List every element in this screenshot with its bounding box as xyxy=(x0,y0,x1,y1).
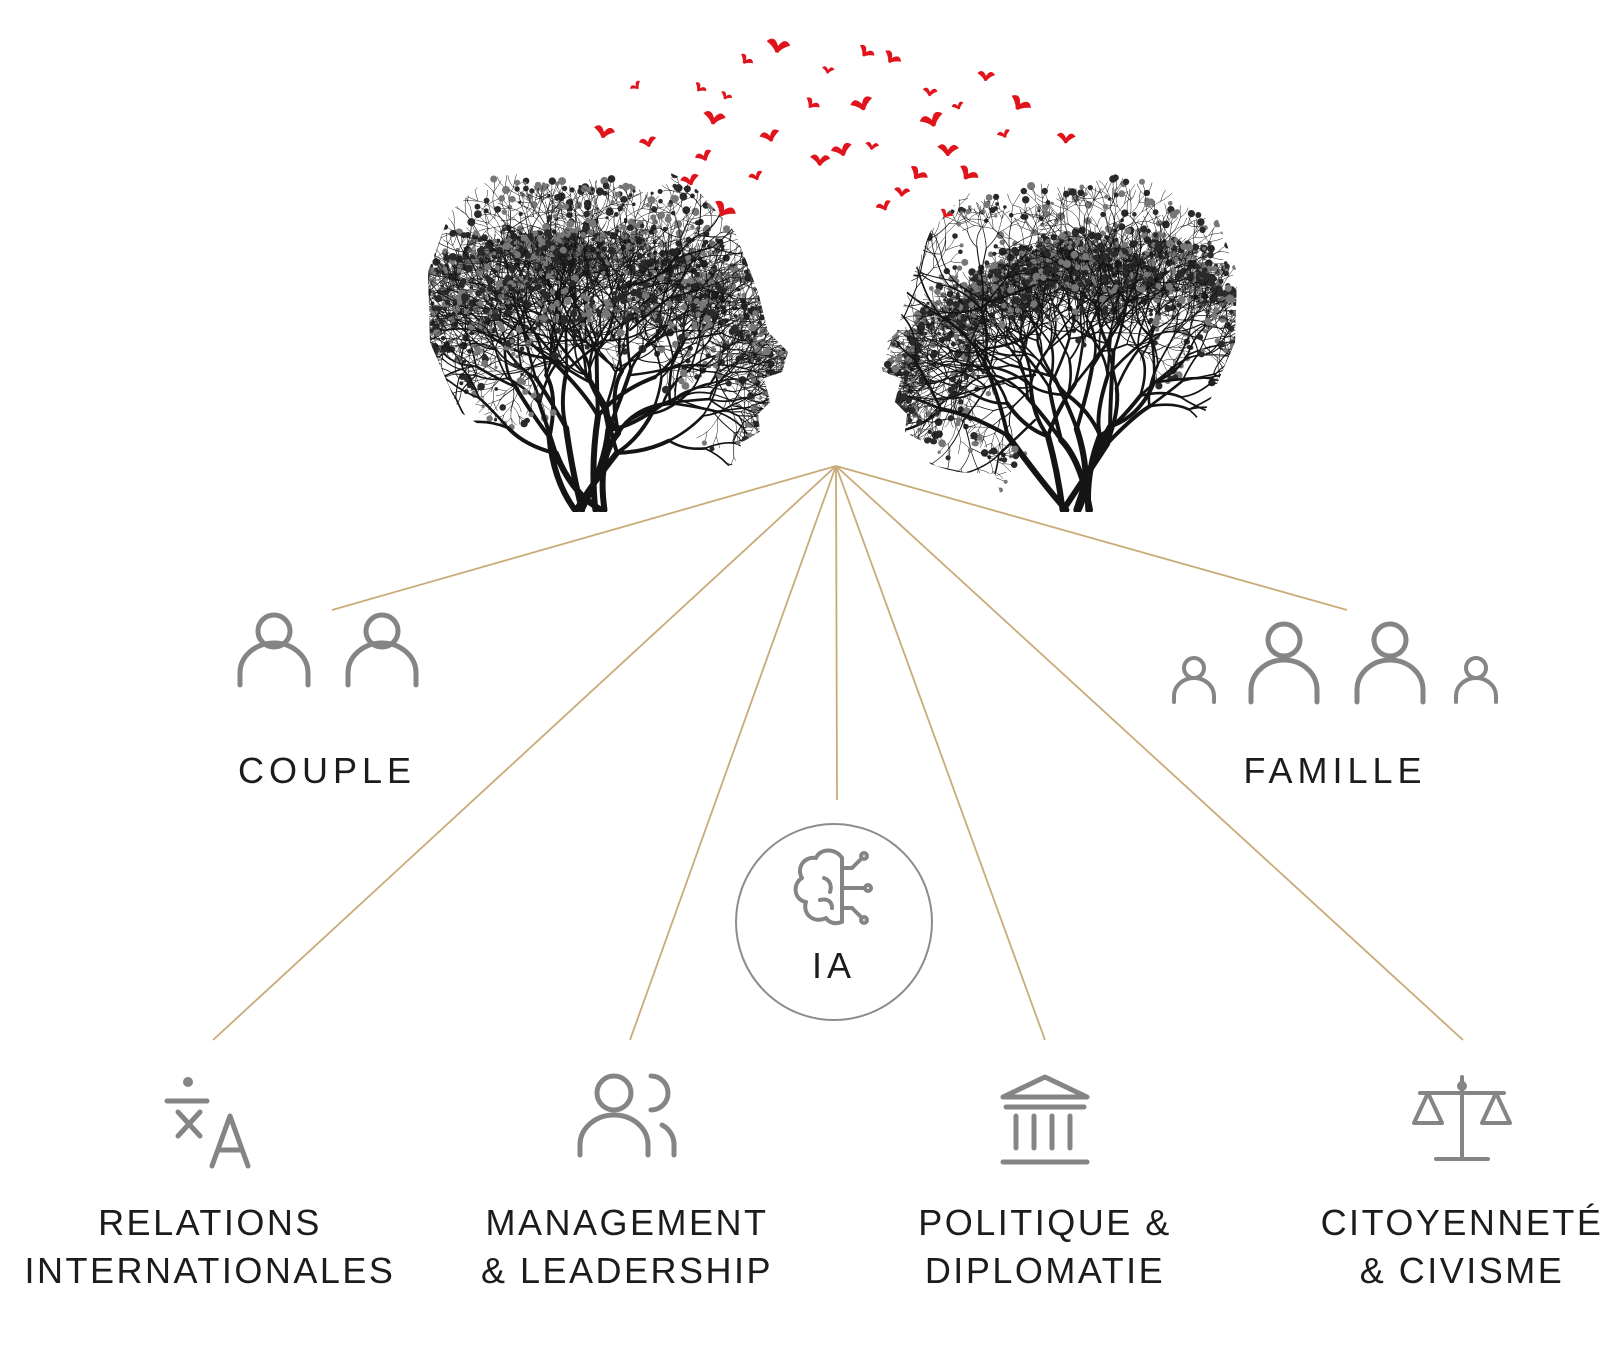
node-relations-internationales: RELATIONS INTERNATIONALES xyxy=(25,1077,396,1291)
scales-icon xyxy=(1412,1075,1512,1161)
bird-shape xyxy=(748,170,763,181)
label-citoyennete-line-2: & CIVISME xyxy=(1360,1250,1565,1291)
node-couple: COUPLE xyxy=(237,612,419,791)
connector-line xyxy=(212,465,837,1041)
bird-shape xyxy=(715,200,736,217)
bird-shape xyxy=(885,50,902,63)
hub-ia: IA xyxy=(735,823,933,1021)
bird-shape xyxy=(594,125,616,139)
brain-circuit-icon xyxy=(793,848,873,926)
bird-shape xyxy=(875,200,891,211)
bird-shape xyxy=(1011,95,1032,111)
bird-shape xyxy=(865,141,880,150)
label-famille: FAMILLE xyxy=(1243,750,1426,791)
bird-shape xyxy=(922,87,938,97)
bird-shape xyxy=(638,136,657,148)
two-persons-icon xyxy=(237,612,419,688)
bird-shape xyxy=(822,66,835,74)
bird-shape xyxy=(910,165,928,180)
bird-shape xyxy=(940,208,953,218)
node-management-leadership: MANAGEMENT & LEADERSHIP xyxy=(481,1073,773,1291)
tree-head-left xyxy=(428,154,788,512)
label-management-line-1: MANAGEMENT xyxy=(485,1202,768,1243)
bird-shape xyxy=(703,110,726,125)
bird-shape xyxy=(695,149,712,161)
label-management-line-2: & LEADERSHIP xyxy=(481,1250,773,1291)
label-relations-line-2: INTERNATIONALES xyxy=(25,1250,396,1291)
bird-shape xyxy=(759,129,780,142)
label-couple: COUPLE xyxy=(238,750,416,791)
node-citoyennete-civisme: CITOYENNETÉ & CIVISME xyxy=(1321,1075,1604,1291)
bird-shape xyxy=(1056,132,1076,144)
bird-shape xyxy=(721,91,733,100)
connector-line xyxy=(331,465,837,611)
translate-icon xyxy=(164,1077,251,1169)
bird-shape xyxy=(850,96,873,111)
connector-line xyxy=(835,465,1046,1041)
bird-shape xyxy=(960,165,979,180)
connector-line xyxy=(629,465,837,1041)
bird-shape xyxy=(919,111,943,127)
bird-shape xyxy=(859,44,875,57)
connector-line xyxy=(835,465,1464,1041)
bird-shape xyxy=(695,82,707,92)
bird-shape xyxy=(937,144,959,157)
bird-shape xyxy=(830,142,852,157)
label-citoyennete-line-1: CITOYENNETÉ xyxy=(1321,1202,1604,1243)
bird-shape xyxy=(996,129,1010,138)
bird-shape xyxy=(766,38,791,53)
label-ia: IA xyxy=(812,945,856,986)
connector-line xyxy=(835,465,1348,611)
bird-shape xyxy=(951,101,964,110)
bird-shape xyxy=(630,80,640,90)
bird-shape xyxy=(810,154,831,166)
connector-line xyxy=(835,465,838,801)
team-icon xyxy=(577,1073,677,1158)
tree-head-right xyxy=(877,171,1237,512)
connector-lines xyxy=(212,465,1464,1041)
node-famille: FAMILLE xyxy=(1172,621,1498,791)
node-politique-diplomatie: POLITIQUE & DIPLOMATIE xyxy=(918,1074,1172,1291)
bird-shape xyxy=(806,97,820,109)
institution-icon xyxy=(1000,1074,1090,1165)
red-birds xyxy=(594,38,1076,218)
bird-shape xyxy=(894,187,911,197)
family-icon xyxy=(1172,621,1498,705)
bird-shape xyxy=(680,173,699,186)
label-relations-line-1: RELATIONS xyxy=(98,1202,322,1243)
label-politique-line-2: DIPLOMATIE xyxy=(925,1250,1165,1291)
bird-shape xyxy=(977,70,996,82)
label-politique-line-1: POLITIQUE & xyxy=(918,1202,1172,1243)
bird-shape xyxy=(741,53,753,64)
